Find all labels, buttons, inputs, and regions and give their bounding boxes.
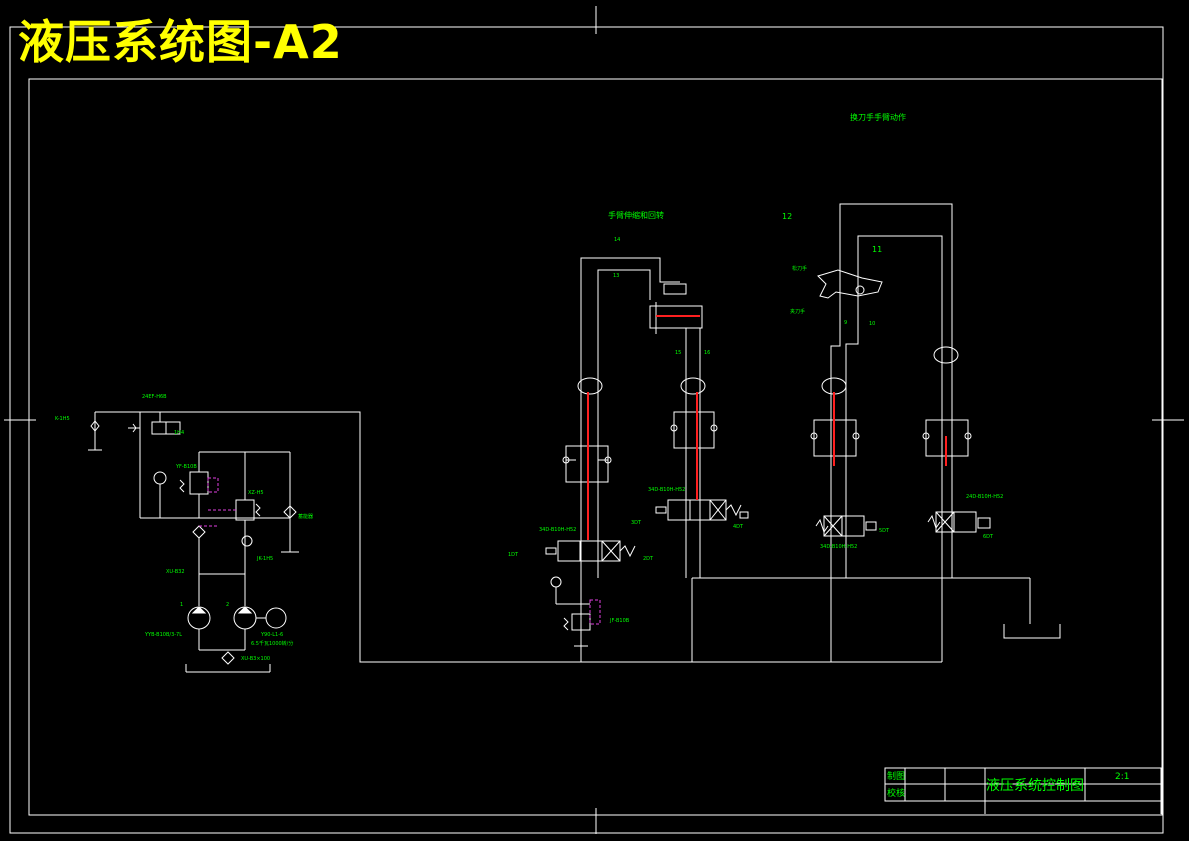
check-valve-box [235,499,255,521]
relief-valve-top [151,421,167,435]
valve-r1-code: 5DT [879,528,890,534]
center-marks [4,6,1184,834]
gauge-label: JK-1H5 [256,556,273,562]
gripper-hand [817,269,883,299]
valve-left-code: 1DT [508,552,519,558]
pump-station [88,412,299,673]
number-1: 1 [180,602,183,608]
rotary-cylinder [663,283,687,295]
pressure-gauge-left [153,471,167,485]
banner-title: 液压系统图-A2 [18,15,343,69]
gripper-circuit [810,203,991,578]
suction-filter [221,651,235,665]
scale-value: 2:1 [1115,772,1129,782]
number-2: 2 [226,602,229,608]
relief-valve-label: 24EF-H6B [142,394,167,400]
check-valve-arm-2 [673,411,715,449]
valve-mid-code: 3DT [631,520,642,526]
pump-model-label: YYB-B10B/3-7L [144,632,182,638]
valve-r2-label: 24D-B10H-H52 [966,494,1003,500]
arm-title: 手臂伸缩和回转 [608,210,664,220]
title-block [884,767,1162,814]
outer-frame [9,26,1164,834]
solenoid-valve-left [557,540,581,562]
drawing-title: 液压系统控制图 [986,778,1084,794]
valve-left-code2: 2DT [643,556,654,562]
relief-code-label: 1H4 [174,430,184,436]
number-14: 14 [614,237,620,243]
valve-r2-code: 6DT [983,534,994,540]
checked-label: 校核 [887,787,905,799]
valve-mid-label: 34D-B10H-H52 [648,487,685,493]
tool-change-title: 换刀手手臂动作 [850,112,906,122]
number-11: 11 [872,245,882,254]
pressure-valve-label: YF-B10B [175,464,197,470]
accumulator-label: 蓄能器 [298,513,313,520]
number-12: 12 [782,212,792,221]
drawn-label: 制图 [887,770,905,782]
pressure-valve [189,471,209,495]
main-lines [95,411,1061,663]
reducing-valve-label: JF-B10B [609,618,630,624]
motor-label: Y90-L1-6 [260,632,283,638]
arm-circuit [545,257,749,647]
arm-cylinder [649,305,703,329]
gauge-switch-label: K-1H5 [55,416,70,422]
number-9: 9 [844,320,847,326]
motor [265,607,287,629]
number-10: 10 [869,321,875,327]
valve-mid-code2: 4DT [733,524,744,530]
valve-left-label: 34D-B10H-H52 [539,527,576,533]
solenoid-valve-mid [667,499,691,521]
motor-spec-label: 6.5千瓦1000转/分 [251,640,293,647]
loosen-label: 松刀手 [792,265,807,272]
filter [192,525,206,539]
inner-frame [28,78,1163,816]
clamp-label: 夹刀手 [790,308,805,315]
valve-r1-label: 34D-B10H-H52 [820,544,857,550]
check-valve-label: XZ-H5 [248,490,264,496]
filter-label: XU-B32 [166,569,185,575]
number-16: 16 [704,350,710,356]
number-15: 15 [675,350,681,356]
accumulator [283,505,297,519]
suction-filter-label: XU-B3×100 [241,656,270,662]
number-13: 13 [613,273,619,279]
